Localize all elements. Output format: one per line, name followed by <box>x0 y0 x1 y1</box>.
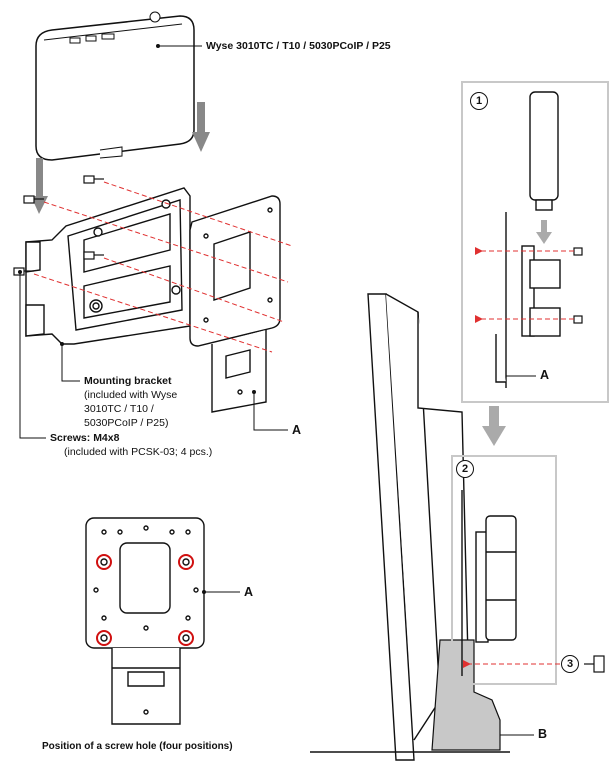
step-1-screws <box>573 247 583 324</box>
vesa-plate-a <box>189 195 281 413</box>
step-2-panel <box>451 455 557 685</box>
thin-client-device <box>35 11 195 161</box>
screw-hole-caption: Position of a screw hole (four positions… <box>42 741 233 752</box>
bracket-note-3: 5030PCoIP / P25) <box>84 417 169 429</box>
device-gray-arrows <box>31 102 210 214</box>
step-1-panel <box>461 81 609 403</box>
part-b-label: B <box>538 727 548 741</box>
monitor-stand <box>310 639 510 753</box>
bracket-note-1: (included with Wyse <box>84 389 178 401</box>
bracket-note-2: 3010TC / T10 / <box>84 403 154 415</box>
part-a-label-step1: A <box>540 368 550 382</box>
mounting-bracket <box>25 187 191 345</box>
step-arrow-down <box>482 406 506 446</box>
bracket-title: Mounting bracket <box>84 375 172 387</box>
step-1-arrow <box>536 220 552 244</box>
step-1-device <box>495 91 561 388</box>
step-3-badge: 3 <box>561 655 579 673</box>
part-a-label-top: A <box>292 423 302 437</box>
step-3-screw <box>584 655 605 673</box>
device-label: Wyse 3010TC / T10 / 5030PCoIP / P25 <box>206 40 391 52</box>
step-2-assembly <box>461 490 517 676</box>
step-2-badge: 2 <box>456 460 474 478</box>
alignment-lines <box>33 181 293 353</box>
plate-a-front-view <box>85 517 205 725</box>
monitor-side-view <box>367 293 471 761</box>
leader-lines <box>19 272 288 439</box>
step-1-badge: 1 <box>470 92 488 110</box>
screw-hole-highlights <box>96 554 194 646</box>
screws-title: Screws: M4x8 <box>50 432 120 444</box>
screws-note: (included with PCSK-03; 4 pcs.) <box>64 446 213 458</box>
step-1-red-lines <box>475 247 574 323</box>
part-a-label-plate: A <box>244 585 254 599</box>
